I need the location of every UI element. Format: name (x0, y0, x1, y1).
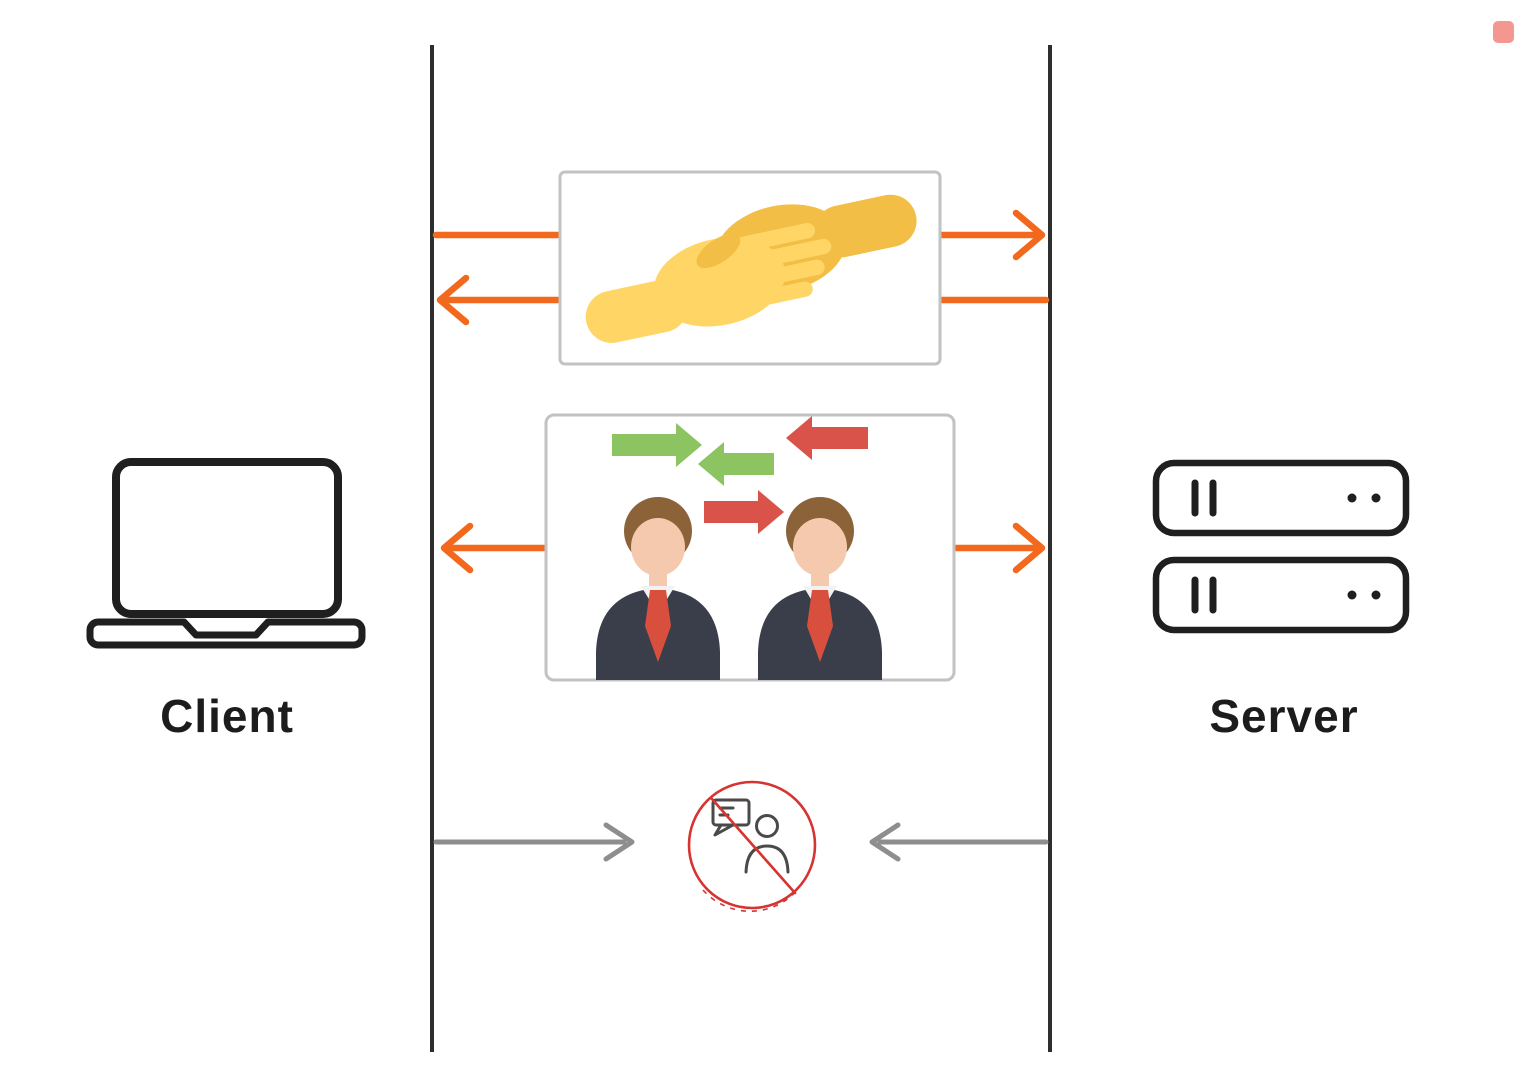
businessman-left (596, 497, 720, 680)
peer-exchange-icon (596, 416, 882, 680)
thumb-shape (696, 233, 741, 269)
handshake-icon (585, 194, 917, 343)
prohibition-slash (710, 797, 797, 895)
client-inward-arrow (433, 822, 635, 862)
face-shape (631, 518, 685, 576)
led-dot (1347, 493, 1357, 503)
red-right-arrow-icon (704, 490, 784, 534)
arrowhead-right-icon (603, 822, 635, 862)
exchange-to-server-arrow (951, 522, 1046, 574)
sketch-arc (702, 887, 800, 912)
exchange-to-client-arrow (440, 522, 549, 574)
led-dot (1371, 590, 1381, 600)
person-head-shape (755, 814, 779, 838)
arrowhead-right-icon (1012, 209, 1046, 261)
server-unit-1 (1152, 459, 1410, 537)
arrowhead-left-icon (436, 274, 470, 326)
green-left-arrow-icon (698, 442, 774, 486)
server-label: Server (1209, 690, 1358, 742)
arrowhead-left-icon (440, 522, 474, 574)
prohibition-circle (687, 780, 817, 910)
laptop-icon (86, 458, 366, 649)
server-unit-2 (1152, 556, 1410, 634)
green-right-arrow-icon (612, 423, 702, 467)
led-dot (1347, 590, 1357, 600)
client-label: Client (160, 690, 294, 742)
laptop-screen-shape (112, 458, 342, 618)
server-rack-icon (1152, 459, 1410, 634)
laptop-base-shape (86, 618, 366, 649)
server-inward-arrow (869, 822, 1049, 862)
arrowhead-right-icon (1012, 522, 1046, 574)
businessman-right (758, 497, 882, 680)
no-eavesdropper-icon (687, 780, 817, 912)
led-dot (1371, 493, 1381, 503)
arrowhead-left-icon (869, 822, 901, 862)
pink-corner-fragment (1493, 21, 1514, 43)
tie-shape (645, 590, 671, 662)
red-left-arrow-icon (786, 416, 868, 460)
person-body-shape (744, 844, 790, 874)
tie-shape (807, 590, 833, 662)
face-shape (793, 518, 847, 576)
